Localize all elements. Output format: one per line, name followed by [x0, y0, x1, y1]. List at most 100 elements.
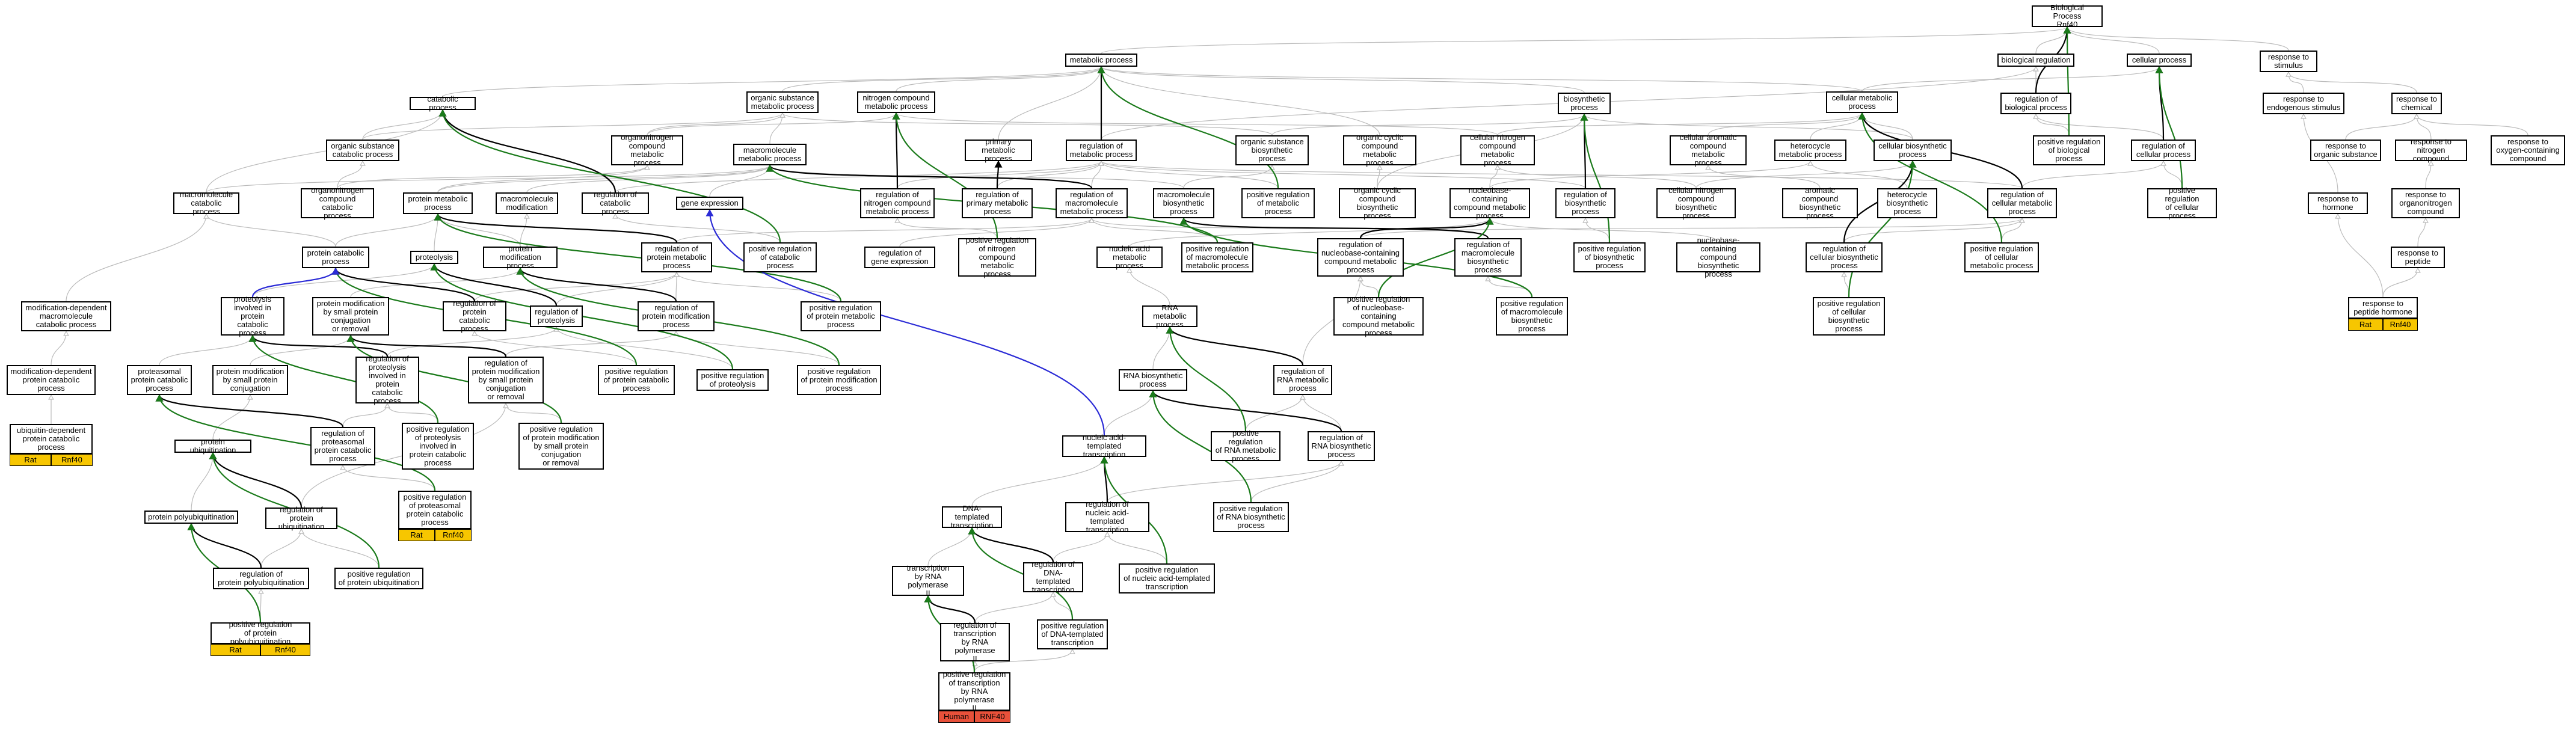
- go-term-regtxpol2[interactable]: regulation of transcription by RNA polym…: [940, 621, 1010, 663]
- go-term-protcat[interactable]: protein catabolic process: [302, 247, 369, 268]
- go-term-orgsub[interactable]: organic substance metabolic process: [746, 91, 819, 113]
- go-term-rnabio[interactable]: RNA biosynthetic process: [1119, 369, 1187, 391]
- go-term-posregcell[interactable]: positive regulation of cellular process: [2147, 186, 2217, 220]
- go-term-posregtxpol2[interactable]: positive regulation of transcription by …: [938, 670, 1010, 713]
- go-term-cellarom[interactable]: cellular aromatic compound metabolic pro…: [1670, 133, 1747, 167]
- go-term-posregprotmod[interactable]: positive regulation of protein modificat…: [797, 365, 881, 395]
- go-term-regprotpolyubiq[interactable]: regulation of protein polyubiquitination: [213, 568, 309, 589]
- go-term-moddepcat[interactable]: modification-dependent macromolecule cat…: [21, 301, 111, 331]
- go-term-macrocat[interactable]: macromolecule catabolic process: [173, 191, 239, 216]
- go-term-posregprotmodsmall[interactable]: positive regulation of protein modificat…: [518, 423, 604, 470]
- go-term-hetero[interactable]: heterocycle metabolic process: [1774, 140, 1846, 161]
- go-term-macrobio[interactable]: macromolecule biosynthetic process: [1153, 188, 1214, 218]
- go-term-regnucacidtx[interactable]: regulation of nucleic acid-templated tra…: [1065, 500, 1149, 534]
- go-term-nucacidtx[interactable]: nucleic acid-templated transcription: [1062, 434, 1146, 459]
- go-term-cellnitrobio[interactable]: cellular nitrogen compound biosynthetic …: [1656, 186, 1736, 220]
- go-term-posregrnabio[interactable]: positive regulation of RNA biosynthetic …: [1213, 502, 1289, 532]
- go-term-macromod[interactable]: macromolecule modification: [496, 192, 558, 214]
- go-term-geneexp[interactable]: gene expression: [676, 197, 743, 210]
- go-term-nucacid[interactable]: nucleic acid metabolic process: [1096, 245, 1163, 270]
- go-term-protmodconj[interactable]: protein modification by small protein co…: [212, 365, 288, 395]
- go-term-orgcyc[interactable]: organic cyclic compound metabolic proces…: [1343, 133, 1416, 167]
- go-term-proteolysis[interactable]: proteolysis: [410, 251, 458, 264]
- go-term-regcellmet[interactable]: regulation of cellular metabolic process: [1987, 188, 2057, 218]
- go-term-regdnatx[interactable]: regulation of DNA-templated transcriptio…: [1023, 560, 1083, 594]
- go-term-ubiq[interactable]: ubiquitin-dependent protein catabolic pr…: [10, 424, 93, 454]
- go-term-posregcellmet[interactable]: positive regulation of cellular metaboli…: [1964, 242, 2039, 272]
- go-term-protmod[interactable]: protein modification process: [483, 245, 558, 270]
- go-term-regrnabio[interactable]: regulation of RNA biosynthetic process: [1308, 431, 1375, 461]
- go-term-posregcellbio[interactable]: positive regulation of cellular biosynth…: [1813, 297, 1885, 336]
- go-term-nucleomet[interactable]: nucleobase-containing compound metabolic…: [1449, 186, 1530, 220]
- go-term-txpol2[interactable]: transcription by RNA polymerase II: [892, 564, 964, 598]
- go-term-posregbio[interactable]: positive regulation of biological proces…: [2033, 135, 2105, 165]
- go-term-posregproteolysiscat[interactable]: positive regulation of proteolysis invol…: [402, 423, 474, 470]
- go-term-arombio[interactable]: aromatic compound biosynthetic process: [1782, 186, 1858, 220]
- go-term-regnucleo[interactable]: regulation of nucleobase-containing comp…: [1317, 238, 1404, 277]
- go-term-regproteolysiscat[interactable]: regulation of proteolysis involved in pr…: [355, 355, 419, 405]
- go-term-respstim[interactable]: response to stimulus: [2260, 51, 2317, 72]
- go-term-posregmacromet[interactable]: positive regulation of macromolecule met…: [1181, 242, 1253, 272]
- go-term-organonitro[interactable]: organonitrogen compound metabolic proces…: [611, 133, 683, 167]
- go-term-resporganonitro[interactable]: response to organonitrogen compound: [2391, 188, 2460, 218]
- go-term-nucleobio[interactable]: nucleobase-containing compound biosynthe…: [1676, 236, 1760, 278]
- go-term-proteolysiscat[interactable]: proteolysis involved in protein cataboli…: [221, 295, 284, 337]
- go-term-dnatx[interactable]: DNA-templated transcription: [942, 505, 1002, 530]
- go-term-regmet[interactable]: regulation of metabolic process: [1066, 140, 1137, 161]
- go-term-orgsubbio[interactable]: organic substance biosynthetic process: [1235, 135, 1309, 165]
- go-term-cellbio[interactable]: cellular biosynthetic process: [1874, 140, 1952, 161]
- go-term-posregmet[interactable]: positive regulation of metabolic process: [1241, 188, 1315, 218]
- go-term-protmodsmall[interactable]: protein modification by small protein co…: [312, 297, 389, 336]
- go-term-resppeptide[interactable]: response to peptide: [2391, 247, 2445, 268]
- go-term-regproteasomal[interactable]: regulation of proteasomal protein catabo…: [310, 427, 375, 465]
- go-term-cellnitro[interactable]: cellular nitrogen compound metabolic pro…: [1460, 133, 1535, 167]
- go-term-resporgsub[interactable]: response to organic substance: [2310, 140, 2381, 161]
- go-term-reggene[interactable]: regulation of gene expression: [864, 247, 935, 268]
- go-term-posregprotubiq[interactable]: positive regulation of protein ubiquitin…: [334, 568, 423, 589]
- go-term-regprotmet[interactable]: regulation of protein metabolic process: [641, 242, 712, 272]
- go-term-metabolic[interactable]: metabolic process: [1065, 54, 1137, 67]
- go-term-regprotubiq[interactable]: regulation of protein ubiquitination: [265, 506, 337, 531]
- go-term-respnitro[interactable]: response to nitrogen compound: [2395, 138, 2467, 163]
- go-term-proteasomal[interactable]: proteasomal protein catabolic process: [127, 365, 192, 395]
- go-term-posregnucacidtx[interactable]: positive regulation of nucleic acid-temp…: [1119, 563, 1215, 593]
- go-term-posregprotpolyubiq[interactable]: positive regulation of protein polyubiqu…: [211, 621, 310, 646]
- go-term-regproteolysis[interactable]: regulation of proteolysis: [530, 305, 583, 327]
- go-term-bp[interactable]: Biological Process Rnf40: [2032, 4, 2103, 29]
- go-term-rnamet[interactable]: RNA metabolic process: [1142, 304, 1197, 329]
- go-term-respoxy[interactable]: response to oxygen-containing compound: [2491, 135, 2565, 165]
- go-term-protubiq[interactable]: protein ubiquitination: [174, 438, 251, 455]
- go-term-posregprotmet[interactable]: positive regulation of protein metabolic…: [801, 301, 881, 331]
- go-term-macromet[interactable]: macromolecule metabolic process: [733, 144, 807, 165]
- go-term-posregnitro[interactable]: positive regulation of nitrogen compound…: [958, 236, 1036, 278]
- go-term-organonitrocat[interactable]: organonitrogen compound catabolic proces…: [301, 186, 374, 220]
- go-term-posregprotcat[interactable]: positive regulation of protein catabolic…: [598, 365, 675, 395]
- go-term-protpolyubiq[interactable]: protein polyubiquitination: [144, 511, 238, 524]
- go-term-regprotmod[interactable]: regulation of protein modification proce…: [638, 301, 715, 331]
- go-term-posregproteasomal[interactable]: positive regulation of proteasomal prote…: [398, 491, 472, 529]
- go-term-regnitro[interactable]: regulation of nitrogen compound metaboli…: [860, 188, 935, 218]
- go-term-primary[interactable]: primary metabolic process: [965, 138, 1032, 163]
- go-term-posregproteolysis[interactable]: positive regulation of proteolysis: [696, 369, 769, 391]
- go-term-orgsubcat[interactable]: organic substance catabolic process: [326, 140, 399, 161]
- go-term-regprotcat[interactable]: regulation of protein catabolic process: [443, 299, 506, 333]
- go-term-moddepprotcat[interactable]: modification-dependent protein catabolic…: [7, 365, 96, 395]
- go-term-regrnamet[interactable]: regulation of RNA metabolic process: [1273, 365, 1332, 395]
- go-term-posregbiosyn[interactable]: positive regulation of biosynthetic proc…: [1573, 242, 1646, 272]
- go-term-posregcat[interactable]: positive regulation of catabolic process: [743, 242, 817, 272]
- go-term-biosynth[interactable]: biosynthetic process: [1558, 93, 1611, 114]
- go-term-orgcycbio[interactable]: organic cyclic compound biosynthetic pro…: [1339, 186, 1416, 220]
- go-term-regcat[interactable]: regulation of catabolic process: [582, 191, 649, 216]
- go-term-regmacrobio[interactable]: regulation of macromolecule biosynthetic…: [1454, 238, 1522, 277]
- go-term-nitrogen[interactable]: nitrogen compound metabolic process: [857, 91, 935, 113]
- go-term-regbio[interactable]: regulation of biological process: [2000, 93, 2071, 114]
- go-term-respchem[interactable]: response to chemical: [2391, 93, 2442, 114]
- go-term-regprimary[interactable]: regulation of primary metabolic process: [962, 188, 1033, 218]
- go-term-posregmacrobio[interactable]: positive regulation of macromolecule bio…: [1496, 297, 1568, 336]
- go-term-resppephorm[interactable]: response to peptide hormone: [2348, 297, 2418, 319]
- go-term-regbiosyn[interactable]: regulation of biosynthetic process: [1555, 188, 1615, 218]
- go-term-posregrnamet[interactable]: positive regulation of RNA metabolic pro…: [1211, 429, 1280, 463]
- go-term-cellmet[interactable]: cellular metabolic process: [1826, 91, 1898, 113]
- go-term-regcellbio[interactable]: regulation of cellular biosynthetic proc…: [1806, 242, 1883, 272]
- go-term-respendo[interactable]: response to endogenous stimulus: [2263, 93, 2344, 114]
